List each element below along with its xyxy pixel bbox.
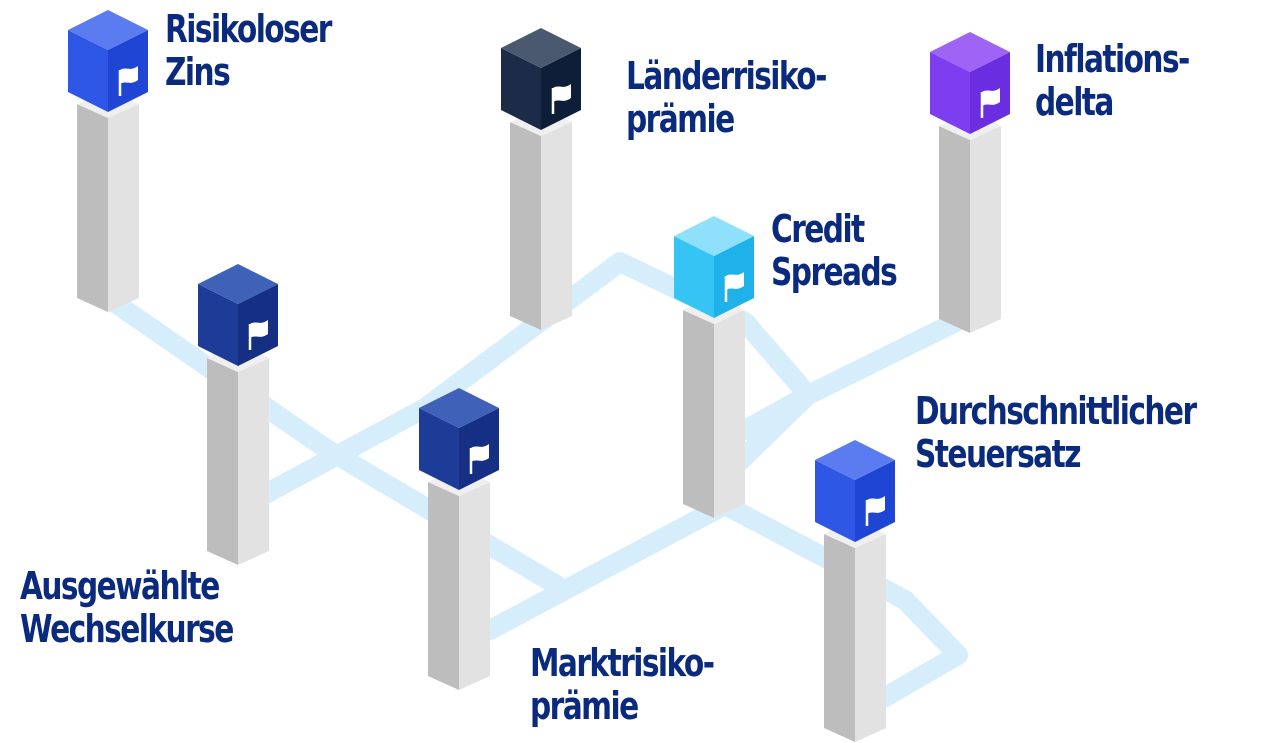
flag-icon <box>551 84 571 114</box>
pillar-left-face <box>939 126 970 333</box>
pillar-right-face <box>238 358 269 565</box>
cube-left-face <box>674 236 714 318</box>
label-inflationsdelta: Inflations- delta <box>1035 37 1190 124</box>
cube-top-face <box>674 216 754 256</box>
pillar-left-face <box>428 482 459 690</box>
cube-top-face <box>930 32 1010 72</box>
label-line: Durchschnittlicher <box>915 389 1197 433</box>
flag-icon <box>469 444 489 474</box>
label-line: Risikoloser <box>165 7 332 51</box>
connection-track <box>798 305 980 405</box>
label-line: Wechselkurse <box>20 607 234 651</box>
pillar-credit-spreads <box>674 216 754 518</box>
pillar-inflationsdelta <box>930 32 1010 333</box>
label-line: Ausgewählte <box>20 564 220 608</box>
flag-icon <box>865 496 885 526</box>
cube-left-face <box>815 460 855 542</box>
pillar-ausgewaehlte-wechselkurse <box>198 264 278 565</box>
flag-icon <box>248 320 268 350</box>
flag-icon <box>118 66 138 96</box>
label-line: Credit <box>771 207 865 251</box>
pillar-right-face <box>541 122 572 330</box>
cube-top-face <box>815 440 895 480</box>
pillar-right-face <box>855 534 886 742</box>
cube-top-face <box>68 10 148 50</box>
label-line: Spreads <box>771 250 898 294</box>
label-line: Steuersatz <box>915 432 1081 476</box>
pillar-left-face <box>824 534 855 742</box>
label-line: delta <box>1035 80 1114 124</box>
label-line: Inflations- <box>1035 37 1190 81</box>
pillar-marktrisikopraemie <box>419 388 499 690</box>
cube-left-face <box>68 30 108 112</box>
label-durchschnittlicher-steuersatz: Durchschnittlicher Steuersatz <box>915 389 1197 476</box>
cube-left-face <box>930 52 970 134</box>
label-line: Länderrisiko- <box>626 54 827 98</box>
cube-top-face <box>501 28 581 68</box>
label-line: Zins <box>165 50 231 94</box>
label-line: prämie <box>530 684 639 728</box>
pillar-right-face <box>714 310 745 518</box>
pillar-left-face <box>207 358 238 565</box>
pillar-right-face <box>108 104 139 312</box>
pillar-right-face <box>970 126 1001 333</box>
label-line: prämie <box>626 97 735 141</box>
pillar-laenderrisikopraemie <box>501 28 581 330</box>
pillars-layer <box>68 10 1010 742</box>
label-credit-spreads: Credit Spreads <box>771 207 898 294</box>
label-laenderrisikopraemie: Länderrisiko- prämie <box>626 54 827 141</box>
label-marktrisikopraemie: Marktrisiko- prämie <box>530 641 715 728</box>
pillar-risikoloser-zins <box>68 10 148 312</box>
pillar-left-face <box>510 122 541 330</box>
cube-top-face <box>419 388 499 428</box>
cube-left-face <box>501 48 541 130</box>
pillar-left-face <box>77 104 108 312</box>
label-line: Marktrisiko- <box>530 641 715 685</box>
flag-icon <box>724 272 744 302</box>
pillar-left-face <box>683 310 714 518</box>
cube-left-face <box>198 284 238 366</box>
cube-left-face <box>419 408 459 490</box>
cube-top-face <box>198 264 278 304</box>
pillar-durchschnittlicher-steuersatz <box>815 440 895 742</box>
label-risikoloser-zins: Risikoloser Zins <box>165 7 332 94</box>
label-ausgewaehlte-wechselkurse: Ausgewählte Wechselkurse <box>20 564 234 651</box>
connection-track <box>480 580 575 640</box>
pillar-right-face <box>459 482 490 690</box>
flag-icon <box>980 88 1000 118</box>
